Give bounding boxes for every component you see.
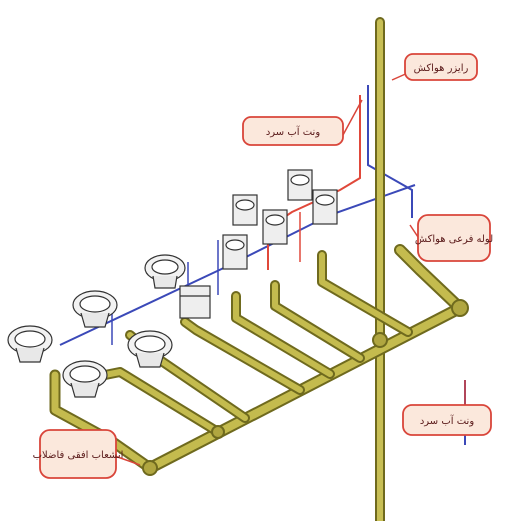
callout-drain-branch-text: انشعاب افقی فاضلاب — [33, 450, 124, 461]
urinal-icon — [312, 189, 338, 225]
urinal-icon — [222, 234, 248, 270]
callout-branch-vent-text: لوله فرعی هواکش — [415, 234, 493, 245]
callout-vent-stack-text: رایزر هواکش — [414, 63, 469, 74]
toilet-bowl-icon — [62, 360, 108, 398]
toilet-bowl-icon — [144, 254, 186, 289]
callout-vent-riser-blue: ونت آب سرد — [402, 380, 492, 436]
callout-branch-vent: لوله فرعی هواکش — [409, 214, 493, 262]
toilet-bowl-icon — [7, 325, 53, 363]
callout-vent-riser-blue-text: ونت آب سرد — [420, 414, 475, 427]
drain-pipes — [49, 17, 469, 521]
blue-vent-riser-top — [367, 85, 413, 218]
callouts: رایزر هواکش ونت آب سرد لوله فرعی هواکش و… — [33, 53, 493, 479]
toilet-bowl-icon — [127, 330, 173, 368]
urinal-icon — [287, 169, 313, 201]
callout-drain-branch: انشعاب افقی فاضلاب — [33, 429, 141, 479]
callout-vent-stack: رایزر هواکش — [391, 53, 478, 81]
callout-vent-riser-red: ونت آب سرد — [242, 99, 363, 146]
drain-branch — [317, 250, 413, 337]
sink-cabinet-icon — [179, 285, 211, 319]
fixtures — [7, 169, 338, 398]
urinal-icon — [232, 194, 258, 226]
toilet-bowl-icon — [72, 290, 118, 328]
callout-vent-riser-red-text: ونت آب سرد — [266, 125, 321, 138]
urinal-icon — [262, 209, 288, 245]
